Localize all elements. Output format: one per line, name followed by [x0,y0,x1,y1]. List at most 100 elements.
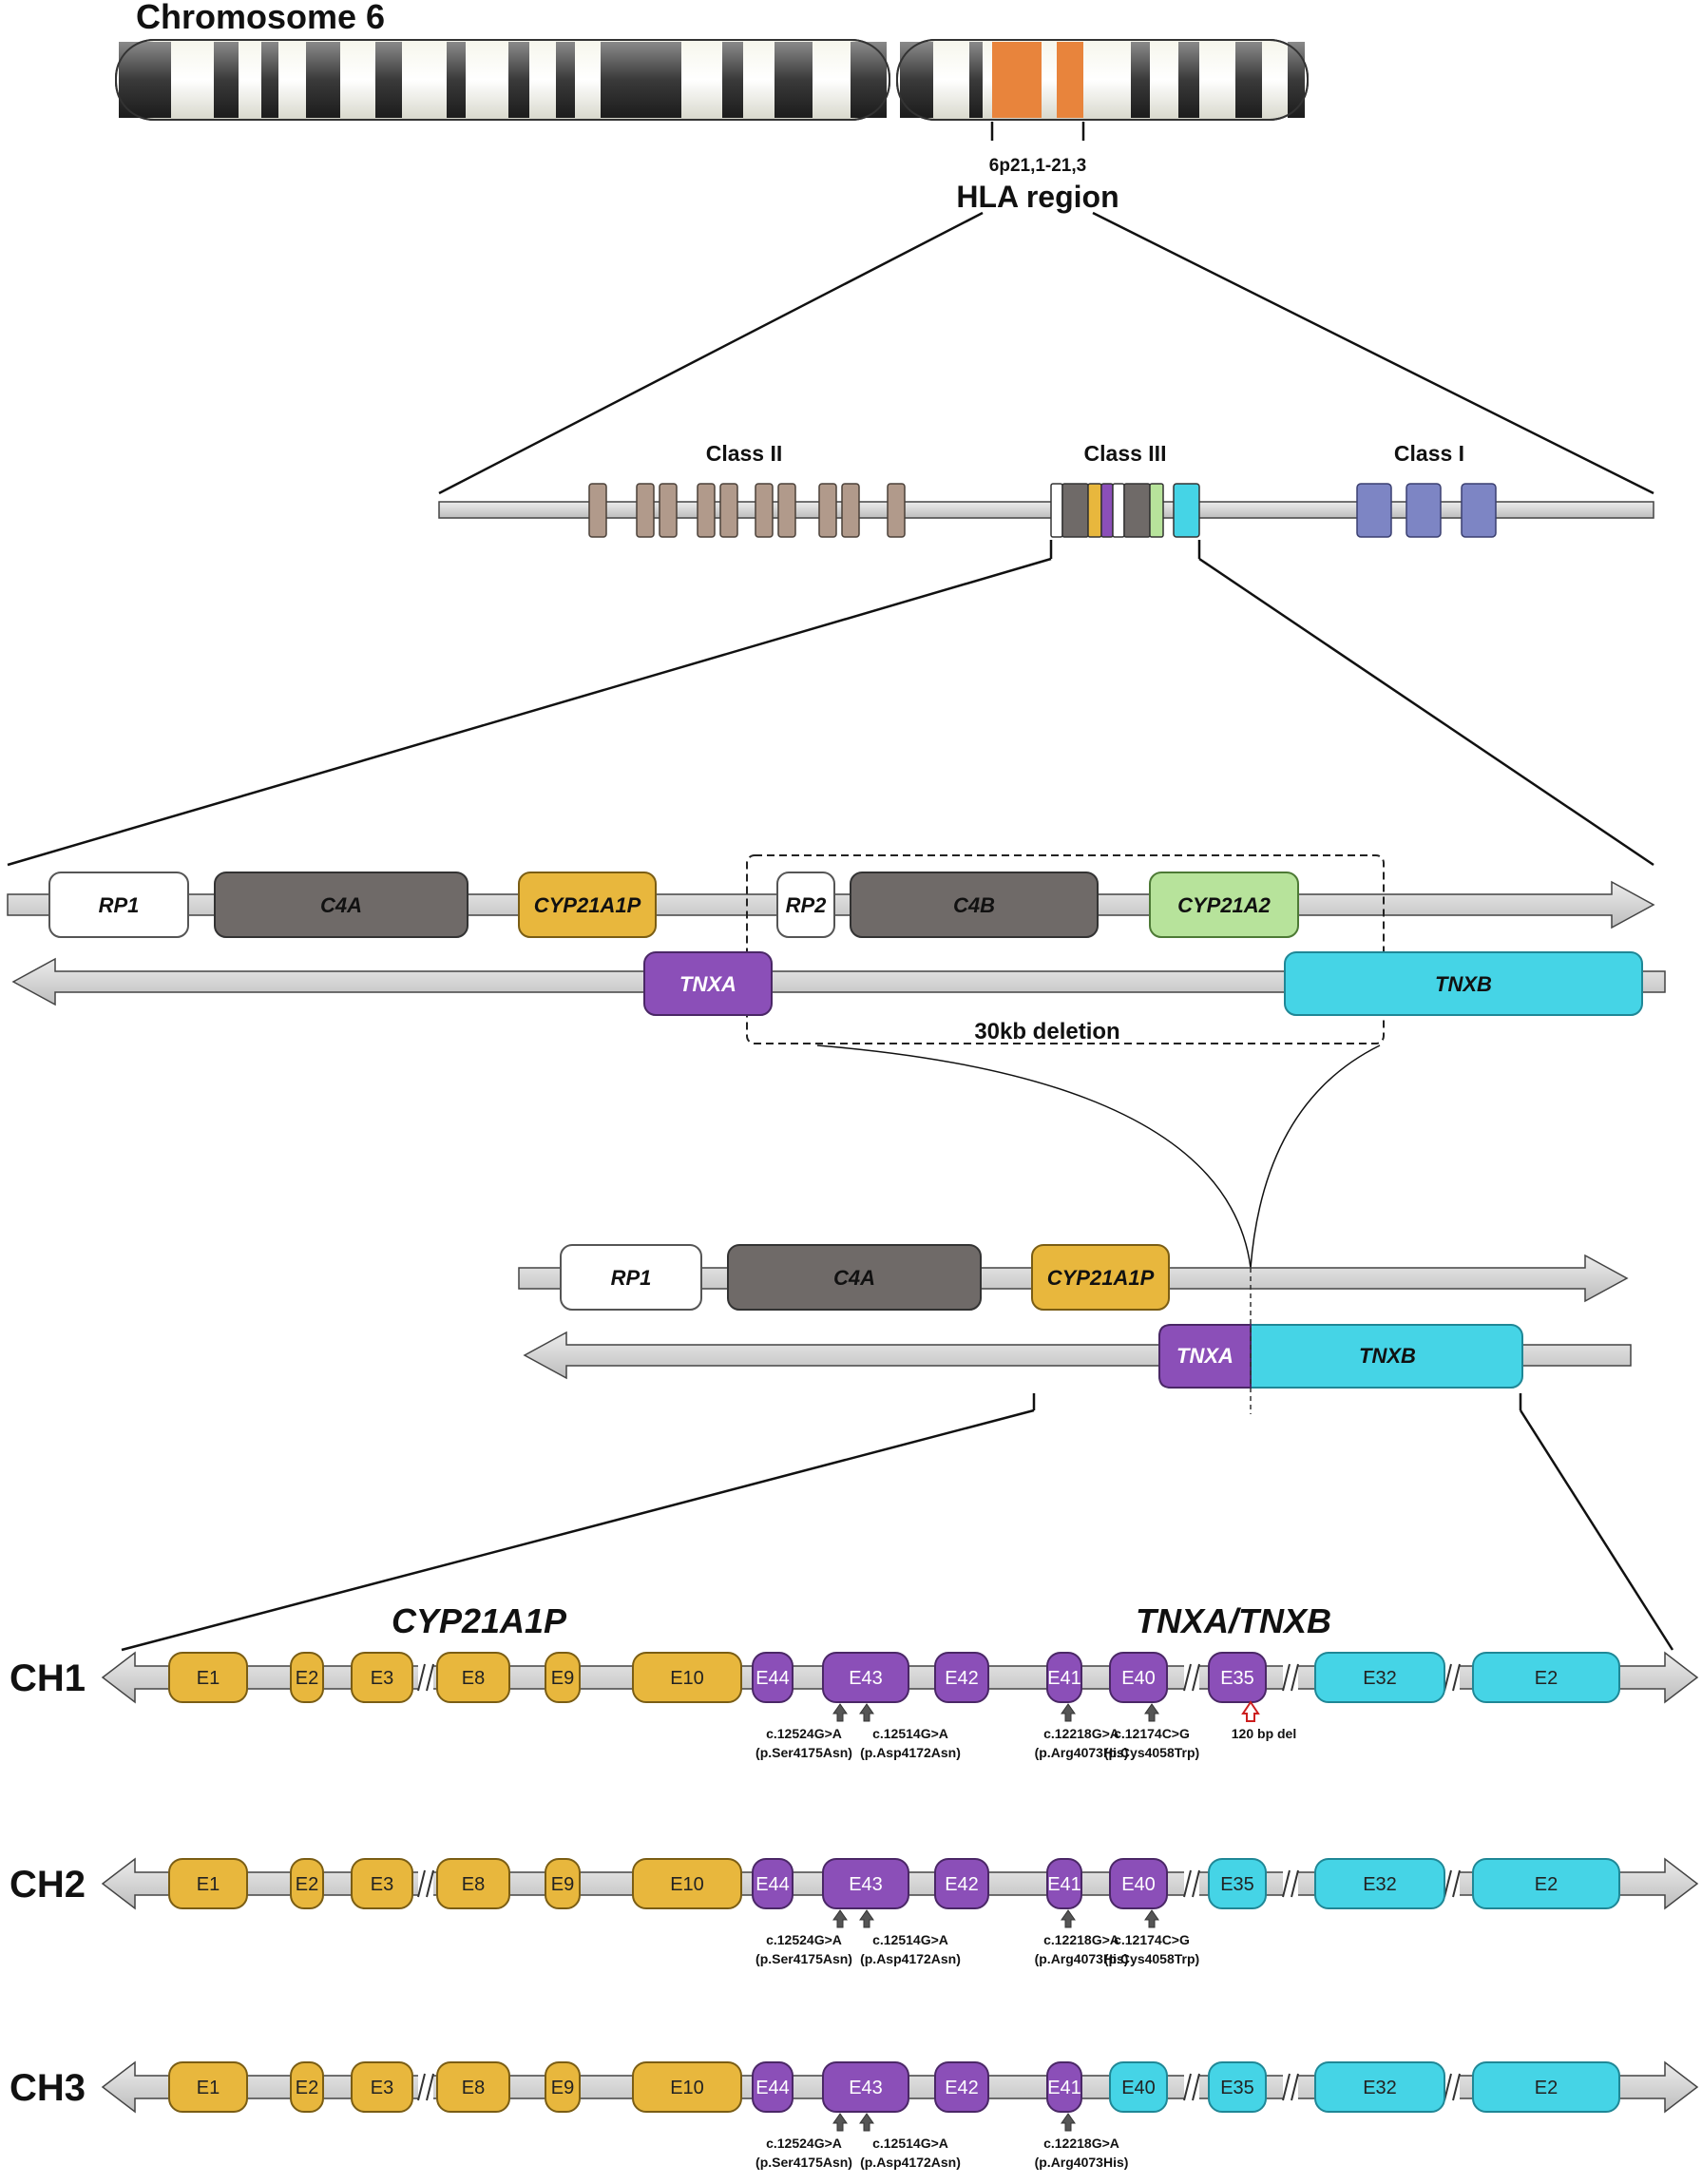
mutation-protein: (p.Ser4175Asn) [755,1745,852,1760]
mutation-cdna: c.12174C>G [1114,1932,1190,1947]
exon-e1: E1 [168,2061,248,2113]
exon-label: E10 [670,1668,704,1689]
zoom-lines-chimera [121,1393,1674,1652]
exon-e40: E40 [1109,1652,1168,1703]
mutation-protein: (p.Arg4073His) [1035,1951,1129,1966]
exon-e35: E35 [1208,1652,1267,1703]
exon-label: E9 [551,1668,574,1689]
exon-e43: E43 [822,1652,909,1703]
deletion-fusion-curves [816,1044,1381,1269]
exon-e44: E44 [752,1652,794,1703]
gene-rp2: RP2 [776,872,835,938]
deletion-label: 30kb deletion [974,1019,1119,1044]
mutation-protein: (p.Cys4058Trp) [1104,1745,1199,1760]
sequence-break-mark [417,1663,434,1692]
chromosome-q-arm-bands [896,39,1309,121]
exon-label: E43 [849,1668,883,1689]
exon-label: E32 [1363,2078,1397,2098]
gene-tnxb-label: TNXB [1435,972,1492,996]
exon-label: E3 [371,2078,393,2098]
exon-label: E41 [1047,2078,1081,2098]
deletion-region-box [746,854,1385,1044]
chimeric-tnxb-label: TNXB [1359,1344,1416,1368]
sequence-break-mark [1183,1663,1200,1692]
chimeric-gene-cyp21a1p: CYP21A1P [1031,1244,1170,1311]
exon-label: E10 [670,2078,704,2098]
mutation-arrow-icon [1061,1909,1076,1928]
mutation-cdna: c.12218G>A [1043,2136,1119,2151]
mutation-protein: (p.Asp4172Asn) [860,2155,961,2170]
exon-e8: E8 [436,1858,510,1909]
chimeric-gene-tnxa-tnxb: TNXA TNXB [1158,1324,1523,1389]
exon-label: E40 [1121,2078,1156,2098]
mutation-annotation: c.12218G>A (p.Arg4073His) [1035,2113,1129,2170]
mutation-annotation: c.12524G>A (p.Ser4175Asn) [755,1703,852,1760]
chimeric-gene-cyp21a1p-label: CYP21A1P [1047,1266,1155,1290]
class-i-genes [1356,483,1497,538]
mutation-arrow-icon [859,1703,874,1722]
exon-label: E8 [462,2078,485,2098]
zoom-lines-hla [438,211,1654,495]
chimeric-gene-c4a: C4A [727,1244,982,1311]
exon-label: E40 [1121,1874,1156,1895]
exon-e44: E44 [752,2061,794,2113]
exon-label: E40 [1121,1668,1156,1689]
exon-label: E35 [1220,2078,1254,2098]
mutation-annotation: c.12514G>A(p.Asp4172Asn) [859,1909,961,1966]
class-ii-label: Class II [706,441,783,466]
mutation-arrow-icon [1144,1703,1159,1722]
sequence-break-mark [417,2073,434,2101]
deletion-arrow-icon [1241,1700,1260,1722]
mutation-cdna: c.12524G>A [766,1726,842,1741]
exon-e41: E41 [1046,2061,1082,2113]
exon-label: E2 [1535,2078,1558,2098]
exon-e35: E35 [1208,1858,1267,1909]
mutation-arrow-icon [832,1909,848,1928]
exon-e2: E2 [1472,1652,1620,1703]
exon-label: E3 [371,1874,393,1895]
exon-label: E32 [1363,1874,1397,1895]
sequence-break-mark [1444,1663,1461,1692]
exon-label: E35 [1220,1668,1254,1689]
exon-e42: E42 [934,1858,989,1909]
gene-rp1-label: RP1 [99,893,140,917]
haplotype-label: CH3 [10,2067,86,2109]
gene-rp1: RP1 [48,872,189,938]
mutation-arrow-icon [1061,2113,1076,2132]
mutation-protein: (p.Arg4073His) [1035,2155,1129,2170]
mutation-cdna: c.12524G>A [766,2136,842,2151]
mutation-arrow-icon [859,1909,874,1928]
exon-label: E42 [945,1668,979,1689]
mutation-protein: (p.Asp4172Asn) [860,1745,961,1760]
mutation-annotation: c.12174C>G(p.Cys4058Trp) [1104,1909,1199,1966]
exon-e8: E8 [436,2061,510,2113]
exon-label: E32 [1363,1668,1397,1689]
mutation-protein: (p.Ser4175Asn) [755,2155,852,2170]
chimeric-tnxa-label: TNXA [1176,1344,1233,1368]
exon-e43: E43 [822,1858,909,1909]
class-i-label: Class I [1394,441,1464,466]
header-tnxa-tnxb: TNXA/TNXB [1136,1601,1331,1640]
exon-e9: E9 [545,2061,581,2113]
cytoband-label: 6p21,1-21,3 [989,156,1086,176]
mutation-protein: (p.Ser4175Asn) [755,1951,852,1966]
exon-e2: E2 [290,2061,324,2113]
exon-e2: E2 [290,1652,324,1703]
mutation-annotation: c.12514G>A(p.Asp4172Asn) [859,1703,961,1760]
chimeric-gene-c4a-label: C4A [833,1266,875,1290]
gene-tnxa-label: TNXA [679,972,736,996]
sequence-break-mark [1282,2073,1299,2101]
sequence-break-mark [1282,1869,1299,1898]
mutation-arrow-icon [859,2113,874,2132]
exon-label: E42 [945,1874,979,1895]
exon-label: E8 [462,1874,485,1895]
exon-e9: E9 [545,1652,581,1703]
exon-e41: E41 [1046,1858,1082,1909]
mutation-annotation: c.12524G>A (p.Ser4175Asn) [755,2113,852,2170]
exon-e2: E2 [1472,1858,1620,1909]
mutation-arrow-icon [832,2113,848,2132]
gene-tnxb: TNXB [1284,951,1643,1016]
mutation-protein: (p.Arg4073His) [1035,1745,1129,1760]
